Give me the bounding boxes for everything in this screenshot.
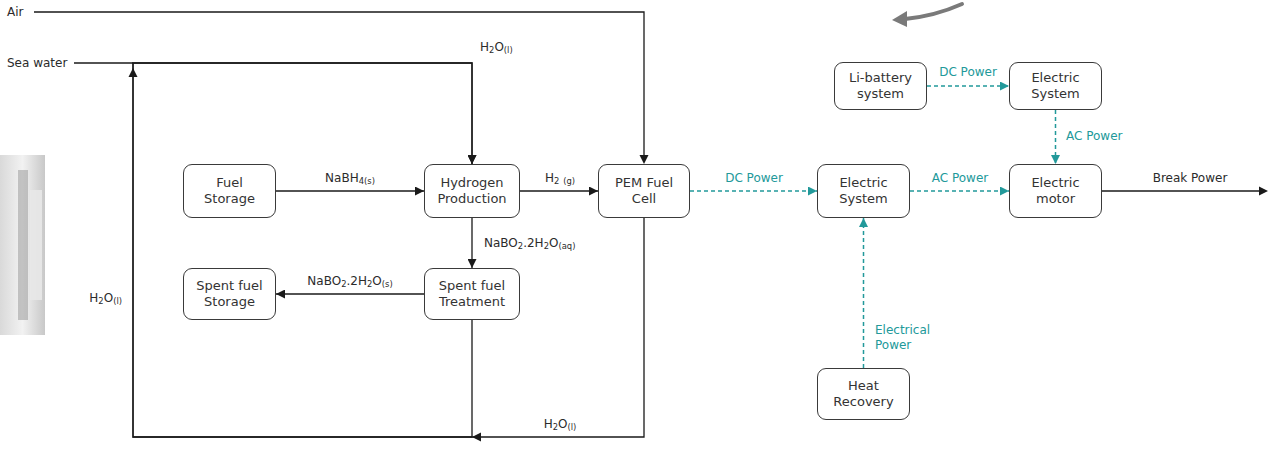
process-box: Electric System <box>817 164 910 218</box>
material-flow-arrow <box>520 190 598 191</box>
process-box: Hydrogen Production <box>424 164 520 218</box>
box-label: Electric System <box>1016 70 1095 102</box>
box-label: Fuel Storage <box>190 175 269 207</box>
curved-arrow <box>905 4 962 19</box>
sea-water-line <box>74 62 133 63</box>
power-flow-arrow <box>1055 110 1057 164</box>
flow-label: NaBH4(s) <box>323 171 377 186</box>
power-flow-arrow <box>910 190 1009 192</box>
arrow-head <box>640 155 649 164</box>
box-label: Spent fuel Treatment <box>431 278 513 310</box>
process-box: Heat Recovery <box>817 368 910 420</box>
sea-water-label: Sea water <box>5 56 69 71</box>
air-line <box>34 12 644 155</box>
box-label: Li-battery system <box>841 70 920 102</box>
box-label: Spent fuel Storage <box>190 278 269 310</box>
material-flow-arrow <box>276 190 424 191</box>
flow-label: NaBO2.2H2O(s) <box>305 274 394 289</box>
process-box: Electric System <box>1009 62 1102 110</box>
air-label: Air <box>5 5 25 20</box>
break-power-label: Break Power <box>1151 171 1230 186</box>
photo-fragment <box>0 155 45 335</box>
box-label: Hydrogen Production <box>431 175 513 207</box>
box-label: PEM Fuel Cell <box>605 175 683 207</box>
power-flow-arrow <box>863 218 865 368</box>
flow-label: AC Power <box>930 171 990 186</box>
process-box: PEM Fuel Cell <box>598 164 690 218</box>
flow-label: H2O(l) <box>542 417 579 432</box>
flow-label: Electrical Power <box>873 323 943 353</box>
flow-label: H2 (g) <box>543 171 577 186</box>
water-label: H2O(l) <box>478 40 515 55</box>
process-box: Spent fuel Treatment <box>424 268 520 320</box>
material-flow-arrow <box>133 63 644 437</box>
box-label: Electric motor <box>1016 175 1095 207</box>
flow-label: DC Power <box>723 171 785 186</box>
process-box: Fuel Storage <box>183 164 276 218</box>
curved-arrow-head <box>892 11 907 27</box>
flow-label: NaBO2.2H2O(aq) <box>482 236 577 251</box>
flow-label: DC Power <box>937 65 999 80</box>
process-box: Electric motor <box>1009 164 1102 218</box>
box-label: Heat Recovery <box>824 378 903 410</box>
break-power-line <box>1102 190 1260 191</box>
material-flow-arrow <box>133 63 472 437</box>
photo-detail <box>30 190 42 300</box>
photo-detail <box>18 170 28 320</box>
power-flow-arrow <box>690 190 817 192</box>
flow-label: H2O(l) <box>87 291 124 306</box>
box-label: Electric System <box>824 175 903 207</box>
material-flow-arrow <box>276 293 424 294</box>
power-flow-arrow <box>927 85 1009 87</box>
process-box: Li-battery system <box>834 62 927 110</box>
flow-label: AC Power <box>1064 129 1124 144</box>
process-box: Spent fuel Storage <box>183 268 276 320</box>
arrow-head <box>1259 187 1268 196</box>
material-flow-arrow <box>471 218 472 268</box>
